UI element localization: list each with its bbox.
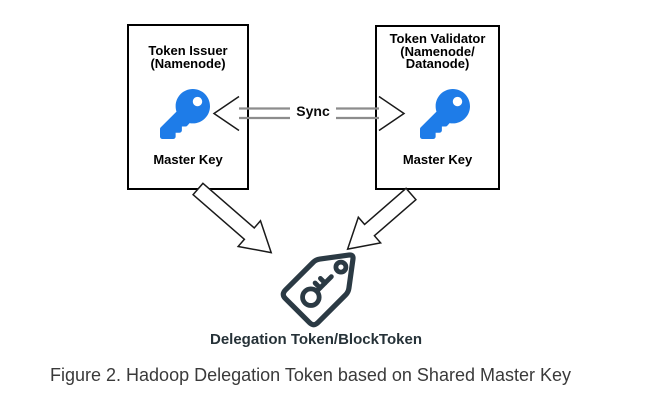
delegation-token-tag-icon — [280, 252, 356, 328]
master-key-icon — [420, 89, 470, 139]
token-issuer-title: Token Issuer (Namenode) — [129, 43, 247, 71]
tag-hole — [333, 259, 349, 275]
master-key-icon — [160, 89, 210, 139]
validator-to-token-arrow-icon — [346, 187, 417, 251]
token-validator-title-line3: Datanode) — [405, 56, 470, 71]
tag-key-icon — [280, 252, 356, 328]
token-validator-title: Token Validator (Namenode/ Datanode) — [377, 31, 498, 71]
token-validator-title-line2: (Namenode/ — [400, 43, 475, 59]
issuer-master-key-label: Master Key — [153, 152, 223, 167]
tag-key-shaft — [314, 274, 334, 294]
token-issuer-box: Token Issuer (Namenode) Master Key — [127, 24, 249, 190]
delegation-token-label: Delegation Token/BlockToken — [210, 331, 422, 348]
tag-key-teeth — [312, 276, 328, 291]
sync-label: Sync — [290, 103, 336, 120]
key-icon-shape — [160, 89, 210, 139]
tag-outline — [280, 252, 356, 328]
token-issuer-title-line1: Token Issuer — [148, 43, 228, 58]
validator-master-key-label: Master Key — [402, 152, 473, 167]
token-validator-box: Token Validator (Namenode/ Datanode) Mas… — [375, 25, 500, 190]
token-validator-title-line1: Token Validator — [389, 31, 486, 46]
key-icon-shape — [420, 89, 470, 139]
tag-key-ring — [300, 286, 322, 308]
figure-caption: Figure 2. Hadoop Delegation Token based … — [50, 365, 571, 385]
token-issuer-title-line2: (Namenode) — [150, 55, 226, 71]
